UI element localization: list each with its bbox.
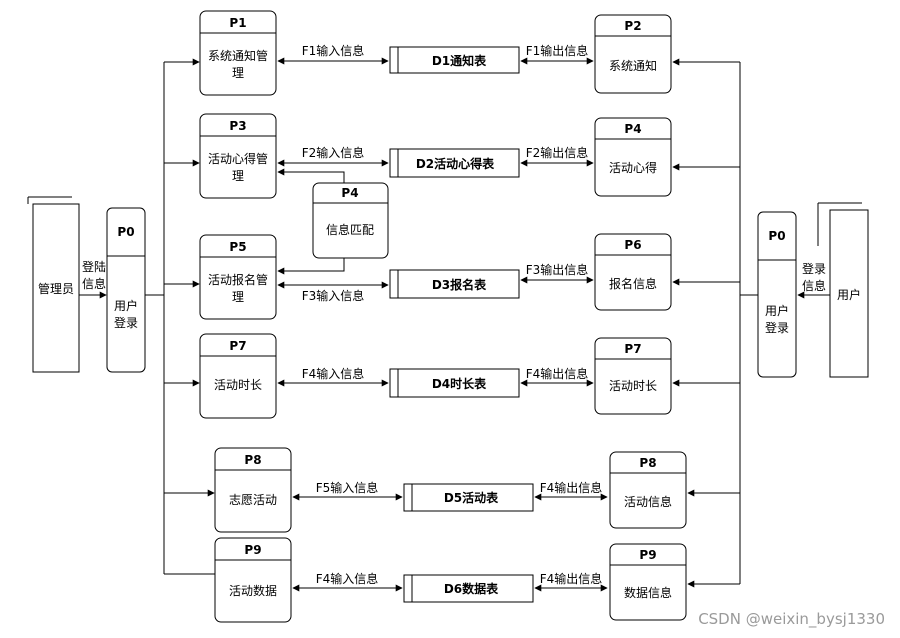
- left-login-process: P0 用户 登录: [106, 207, 146, 373]
- data-store-d5: D5活动表: [403, 483, 534, 512]
- process-p5: P5 活动报名管 理: [199, 234, 277, 320]
- output-flow-label: F3输出信息: [526, 262, 589, 277]
- output-flow-label: F1输出信息: [526, 43, 589, 58]
- left-login-name-2: 登录: [114, 315, 138, 330]
- watermark: CSDN @weixin_bysj1330: [698, 610, 885, 629]
- admin-entity-label: 管理员: [38, 281, 74, 296]
- process-p6: P6 报名信息: [594, 233, 672, 311]
- data-store-d1: D1通知表: [389, 46, 520, 74]
- data-store-label: D1通知表: [432, 53, 487, 68]
- process-id: P2: [624, 19, 641, 33]
- input-flow-label: F4输入信息: [302, 366, 365, 381]
- input-flow-label: F5输入信息: [316, 480, 379, 495]
- input-flow-label: F1输入信息: [302, 43, 365, 58]
- process-p8-right: P8 活动信息: [609, 451, 687, 529]
- process-name: 系统通知: [609, 59, 657, 73]
- process-id: P3: [229, 119, 246, 133]
- process-name: 活动数据: [229, 583, 277, 598]
- output-flow-label: F4输出信息: [526, 366, 589, 381]
- process-p7-right: P7 活动时长: [594, 337, 672, 415]
- process-p3: P3 活动心得管 理: [199, 113, 277, 199]
- process-id: P7: [229, 339, 246, 353]
- right-login-name-1: 用户: [765, 303, 789, 318]
- admin-login-flow-label-2: 信息: [82, 276, 106, 291]
- process-p2: P2 系统通知: [594, 14, 672, 94]
- data-store-label: D5活动表: [444, 490, 499, 505]
- user-login-flow-label-2: 信息: [802, 278, 826, 293]
- process-name: 活动时长: [214, 378, 262, 392]
- process-id: P6: [624, 238, 641, 252]
- data-store-label: D6数据表: [444, 581, 499, 596]
- process-id: P8: [244, 453, 261, 467]
- process-id: P1: [229, 16, 246, 30]
- data-store-d6: D6数据表: [403, 574, 534, 603]
- process-p4-match: P4 信息匹配: [312, 182, 389, 259]
- process-name: 活动报名管: [208, 272, 268, 287]
- process-name: 理: [232, 290, 244, 304]
- process-id: P9: [639, 548, 656, 562]
- right-login-id: P0: [768, 229, 785, 243]
- user-login-flow-label-1: 登录: [802, 261, 826, 276]
- process-name: 活动时长: [609, 379, 657, 393]
- process-id: P4: [624, 122, 641, 136]
- process-p7-left: P7 活动时长: [199, 333, 277, 419]
- process-id: P7: [624, 342, 641, 356]
- process-p9-right: P9 数据信息: [609, 543, 687, 621]
- output-flow-label: F4输出信息: [540, 480, 603, 495]
- data-store-d2: D2活动心得表: [389, 148, 520, 178]
- process-id: P9: [244, 543, 261, 557]
- process-id: P4: [341, 186, 358, 200]
- output-flow-label: F2输出信息: [526, 145, 589, 160]
- process-name: 理: [232, 66, 244, 80]
- left-login-id: P0: [117, 225, 134, 239]
- process-p8-left: P8 志愿活动: [214, 447, 292, 533]
- input-flow-label: F2输入信息: [302, 145, 365, 160]
- process-name: 活动信息: [624, 494, 672, 509]
- right-login-process: P0 用户 登录: [757, 211, 797, 378]
- data-store-label: D3报名表: [432, 277, 487, 292]
- output-flow-label: F4输出信息: [540, 571, 603, 586]
- left-branch-arrow: [164, 571, 224, 579]
- match-to-p5-arrow: [277, 258, 345, 275]
- process-name: 数据信息: [624, 585, 672, 600]
- process-name: 信息匹配: [326, 222, 374, 237]
- process-name: 活动心得: [609, 160, 657, 175]
- right-login-name-2: 登录: [765, 320, 789, 335]
- process-name: 系统通知管: [208, 48, 268, 63]
- process-name: 活动心得管: [208, 151, 268, 166]
- match-to-p3-arrow: [277, 168, 345, 183]
- user-entity-label: 用户: [837, 287, 861, 302]
- data-store-label: D2活动心得表: [416, 156, 495, 171]
- data-store-label: D4时长表: [432, 376, 487, 391]
- process-p9-left: P9 活动数据: [214, 537, 292, 623]
- process-name: 报名信息: [609, 276, 657, 291]
- process-name: 志愿活动: [229, 493, 277, 507]
- process-name: 理: [232, 169, 244, 183]
- process-id: P8: [639, 456, 656, 470]
- admin-login-flow-label-1: 登陆: [82, 259, 106, 274]
- left-login-name-1: 用户: [114, 298, 138, 313]
- process-id: P5: [229, 240, 246, 254]
- input-flow-label: F3输入信息: [302, 288, 365, 303]
- admin-entity: 管理员: [27, 196, 80, 373]
- data-store-d4: D4时长表: [389, 368, 520, 398]
- data-store-d3: D3报名表: [389, 269, 520, 299]
- process-p4-right: P4 活动心得: [594, 117, 672, 197]
- user-entity: 用户: [817, 202, 869, 378]
- input-flow-label: F4输入信息: [316, 571, 379, 586]
- process-p1: P1 系统通知管 理: [199, 10, 277, 96]
